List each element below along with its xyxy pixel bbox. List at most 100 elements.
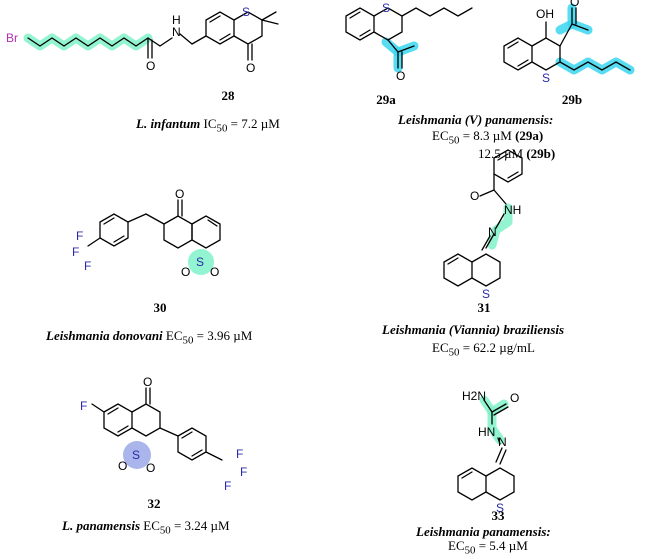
atom-o3-32: O xyxy=(146,461,155,475)
ref-29a: (29a) xyxy=(515,128,544,143)
atom-hn-33: HN xyxy=(478,425,495,439)
cf3-bond-32 xyxy=(205,451,223,461)
atom-n-31: N xyxy=(488,225,497,239)
atom-f1-32: F xyxy=(236,447,243,461)
benzo-db-30 xyxy=(207,219,218,227)
amide-ch2-28 xyxy=(179,33,193,45)
atom-f3-30: F xyxy=(84,259,91,273)
ring-db-29a2 xyxy=(359,29,371,37)
atom-br-28: Br xyxy=(6,31,18,45)
c-o-33 xyxy=(491,403,507,413)
metric-29a: EC xyxy=(432,128,449,143)
atom-o2-28: O xyxy=(246,61,255,75)
benzene-ring-29a xyxy=(345,7,375,41)
phenyl-db-31a xyxy=(497,153,509,161)
value-28: = 7.2 µM xyxy=(227,116,280,131)
metric-sub-28: 50 xyxy=(216,122,228,135)
acetyl-bond-29b xyxy=(559,23,573,47)
atom-s-31: S xyxy=(482,287,490,301)
thiopyran-ring-29b xyxy=(531,37,561,71)
organism-28: L. infantum xyxy=(136,116,201,131)
benzo-db-33 xyxy=(461,471,473,479)
benzo-ring-32 xyxy=(103,403,133,437)
aryl-db-30b xyxy=(113,235,125,243)
atom-f3-32: F xyxy=(224,479,231,493)
atom-s-30: S xyxy=(196,255,204,269)
activity-29a: EC50 = 8.3 µM (29a) xyxy=(432,128,543,149)
acetyl-me-29b xyxy=(571,23,589,31)
structure-31 xyxy=(443,149,523,287)
c-nh-31 xyxy=(493,189,507,205)
structure-30 xyxy=(87,199,221,275)
structure-32 xyxy=(91,387,223,469)
activity-32: L. panamensis EC50 = 3.24 µM xyxy=(62,518,230,539)
acetyl-me-29a xyxy=(397,45,415,53)
atom-f2-32: F xyxy=(240,465,247,479)
metric-sub-31: 50 xyxy=(448,346,460,359)
benzo-db-31 xyxy=(447,257,459,265)
n-c-31 xyxy=(485,233,495,249)
atom-o2-30: O xyxy=(181,265,190,279)
activity-31: EC50 = 62.2 µg/mL xyxy=(432,340,535,361)
atom-o2-32: O xyxy=(118,459,127,473)
atom-o-32: O xyxy=(143,375,152,389)
metric-sub-29a: 50 xyxy=(448,134,460,147)
methyl2-28 xyxy=(261,19,279,25)
atom-oh-29b: OH xyxy=(536,7,554,21)
atom-o-33: O xyxy=(510,391,519,405)
structure-29a xyxy=(345,7,473,73)
compound-label-30: 30 xyxy=(153,300,167,315)
thio-ring-31 xyxy=(471,253,501,287)
organism-31: Leishmania (Viannia) braziliensis xyxy=(382,322,565,337)
ch2-ring-30 xyxy=(145,213,165,225)
atom-o-28: O xyxy=(146,59,155,73)
metric-32: EC xyxy=(140,518,160,533)
ring-db-28a xyxy=(209,15,221,23)
pentyl-chain-29b xyxy=(559,61,631,71)
phenyl-ring-31 xyxy=(493,149,523,183)
compound-label-29a: 29a xyxy=(376,92,396,107)
structure-29b xyxy=(503,3,635,75)
methyl1-28 xyxy=(261,11,277,21)
ring-db-28b xyxy=(219,33,231,41)
nh2-c-33 xyxy=(483,399,493,413)
atom-o-31: O xyxy=(470,189,479,203)
benzo-ring-31 xyxy=(443,253,473,287)
n-c2-33 xyxy=(499,449,507,465)
benzo-db-32b xyxy=(117,425,129,433)
atom-f2-30: F xyxy=(72,245,79,259)
thiopyran-ring-30 xyxy=(163,215,193,249)
value-30: = 3.96 µM xyxy=(193,328,253,343)
metric-30: EC xyxy=(162,328,183,343)
aryl-link-32 xyxy=(159,427,179,437)
cf3-bond-30 xyxy=(87,237,101,247)
compound-label-32: 32 xyxy=(147,496,161,511)
activity-28: L. infantum IC50 = 7.2 µM xyxy=(136,116,280,137)
thiopyran-ring-29a xyxy=(373,7,403,41)
organism-30: Leishmania donovani xyxy=(46,328,163,343)
acetyl-bond-29a xyxy=(387,39,399,53)
structure-33 xyxy=(457,395,515,501)
atom-o-30: O xyxy=(175,187,184,201)
ring-db-29b1 xyxy=(507,41,519,49)
sulfone-highlight-32 xyxy=(123,441,151,469)
benzene-ring-29b xyxy=(503,37,533,71)
atom-s-29a: S xyxy=(382,1,390,15)
ch2-bond-30 xyxy=(127,213,147,223)
metric-28: IC xyxy=(203,116,217,131)
atom-nh-31: NH xyxy=(504,203,521,217)
sulfone-highlight-30 xyxy=(188,249,214,275)
pentyl-chain-29a xyxy=(401,7,473,17)
metric-33: EC xyxy=(448,538,465,553)
atom-h2n-33: H2N xyxy=(462,389,486,403)
value-31: = 62.2 µg/mL xyxy=(459,340,535,355)
atom-o3-30: O xyxy=(210,265,219,279)
atom-o-29b: O xyxy=(570,0,579,9)
hydrazone-highlight-31 xyxy=(487,203,513,250)
ref-29b: (29b) xyxy=(526,146,556,161)
n-n-33 xyxy=(497,437,501,445)
aryl-ring-32 xyxy=(177,427,207,461)
activity-30: Leishmania donovani EC50 = 3.96 µM xyxy=(46,328,252,349)
